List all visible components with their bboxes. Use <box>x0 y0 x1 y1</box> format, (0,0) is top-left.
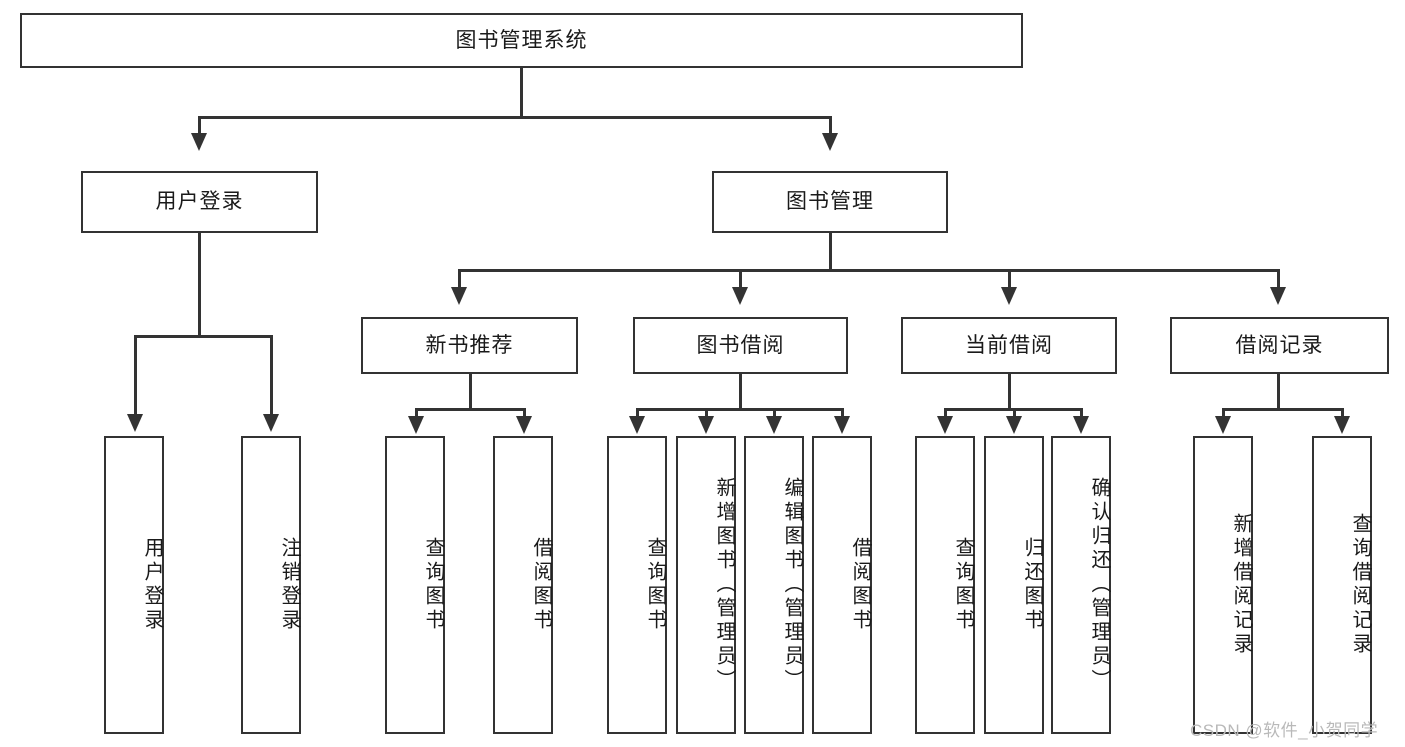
connector-root-down <box>520 68 523 117</box>
node-label: 借阅图书 <box>530 537 552 633</box>
node-current-borrow[interactable]: 当前借阅 <box>901 317 1117 374</box>
leaf-borrow-book-1[interactable]: 借阅图书 <box>493 436 553 734</box>
connector-book-borrow-bus <box>636 408 843 411</box>
node-label: 图书管理系统 <box>455 28 588 52</box>
connector-root-to-user-login <box>198 116 201 138</box>
arrow-to-leaf-borrow-book-1 <box>516 416 532 434</box>
node-label: 归还图书 <box>1021 537 1043 633</box>
arrow-to-book-borrow <box>732 287 748 305</box>
connector-br-leaf2 <box>1341 408 1344 420</box>
node-label: 查询图书 <box>644 537 666 633</box>
leaf-user-login[interactable]: 用户登录 <box>104 436 164 734</box>
arrow-to-leaf-logout-login <box>263 414 279 432</box>
leaf-query-book-1[interactable]: 查询图书 <box>385 436 445 734</box>
connector-bb-leaf4 <box>841 408 844 420</box>
connector-cb-leaf3 <box>1080 408 1083 420</box>
leaf-query-book-3[interactable]: 查询图书 <box>915 436 975 734</box>
connector-nbr-leaf1 <box>415 408 418 420</box>
node-label: 新书推荐 <box>425 333 514 357</box>
connector-to-borrow-record <box>1277 269 1280 291</box>
node-label: 图书管理 <box>786 190 874 214</box>
leaf-return-book[interactable]: 归还图书 <box>984 436 1044 734</box>
leaf-confirm-return[interactable]: 确认归还（管理员） <box>1051 436 1111 734</box>
node-label: 当前借阅 <box>965 333 1053 357</box>
arrow-to-new-book-recommend <box>451 287 467 305</box>
connector-cb-leaf1 <box>944 408 947 420</box>
connector-root-to-book-management <box>829 116 832 138</box>
arrow-to-leaf-confirm-return <box>1073 416 1089 434</box>
node-label: 编辑图书（管理员） <box>781 477 803 693</box>
node-label: 查询图书 <box>422 537 444 633</box>
arrow-to-current-borrow <box>1001 287 1017 305</box>
connector-root-bus <box>198 116 832 119</box>
node-label: 注销登录 <box>278 537 300 633</box>
connector-user-login-down <box>198 233 201 337</box>
node-label: 借阅图书 <box>849 537 871 633</box>
connector-bb-leaf1 <box>636 408 639 420</box>
connector-to-current-borrow <box>1008 269 1011 291</box>
connector-current-borrow-down <box>1008 374 1011 410</box>
arrow-to-user-login <box>191 133 207 151</box>
arrow-to-leaf-user-login <box>127 414 143 432</box>
connector-cb-leaf2 <box>1013 408 1016 420</box>
arrow-to-borrow-record <box>1270 287 1286 305</box>
node-label: 用户登录 <box>141 537 163 633</box>
connector-borrow-record-bus <box>1222 408 1343 411</box>
watermark: CSDN @软件_小贺同学 <box>1190 721 1379 740</box>
arrow-to-leaf-add-book <box>698 416 714 434</box>
connector-user-login-leaf2 <box>270 335 273 418</box>
arrow-to-leaf-return-book <box>1006 416 1022 434</box>
connector-nbr-leaf2 <box>523 408 526 420</box>
leaf-edit-book[interactable]: 编辑图书（管理员） <box>744 436 804 734</box>
leaf-add-record[interactable]: 新增借阅记录 <box>1193 436 1253 734</box>
arrow-to-leaf-query-book-1 <box>408 416 424 434</box>
connector-new-book-recommend-down <box>469 374 472 410</box>
node-label: 借阅记录 <box>1235 333 1324 357</box>
arrow-to-leaf-edit-book <box>766 416 782 434</box>
node-label: 新增图书（管理员） <box>713 477 735 693</box>
leaf-logout-login[interactable]: 注销登录 <box>241 436 301 734</box>
node-new-book-recommend[interactable]: 新书推荐 <box>361 317 578 374</box>
connector-user-login-leaf1 <box>134 335 137 418</box>
node-label: 图书借阅 <box>696 333 785 357</box>
arrow-to-leaf-query-book-2 <box>629 416 645 434</box>
node-book-management-system[interactable]: 图书管理系统 <box>20 13 1023 68</box>
node-label: 确认归还（管理员） <box>1088 477 1110 693</box>
connector-level3-bus <box>458 269 1279 272</box>
connector-book-management-down <box>829 233 832 271</box>
leaf-query-book-2[interactable]: 查询图书 <box>607 436 667 734</box>
connector-to-book-borrow <box>739 269 742 291</box>
connector-borrow-record-down <box>1277 374 1280 410</box>
arrow-to-leaf-add-record <box>1215 416 1231 434</box>
arrow-to-leaf-query-book-3 <box>937 416 953 434</box>
node-label: 查询借阅记录 <box>1349 513 1371 657</box>
connector-book-borrow-down <box>739 374 742 410</box>
arrow-to-leaf-borrow-book-2 <box>834 416 850 434</box>
node-book-management[interactable]: 图书管理 <box>712 171 948 233</box>
connector-new-book-recommend-bus <box>415 408 525 411</box>
arrow-to-book-management <box>822 133 838 151</box>
node-user-login[interactable]: 用户登录 <box>81 171 318 233</box>
leaf-query-record[interactable]: 查询借阅记录 <box>1312 436 1372 734</box>
leaf-borrow-book-2[interactable]: 借阅图书 <box>812 436 872 734</box>
node-borrow-record[interactable]: 借阅记录 <box>1170 317 1389 374</box>
node-label: 用户登录 <box>155 190 244 214</box>
leaf-add-book[interactable]: 新增图书（管理员） <box>676 436 736 734</box>
node-book-borrow[interactable]: 图书借阅 <box>633 317 848 374</box>
node-label: 新增借阅记录 <box>1230 513 1252 657</box>
arrow-to-leaf-query-record <box>1334 416 1350 434</box>
connector-br-leaf1 <box>1222 408 1225 420</box>
connector-bb-leaf3 <box>773 408 776 420</box>
connector-bb-leaf2 <box>705 408 708 420</box>
connector-user-login-bus <box>134 335 272 338</box>
node-label: 查询图书 <box>952 537 974 633</box>
connector-to-new-book-recommend <box>458 269 461 291</box>
